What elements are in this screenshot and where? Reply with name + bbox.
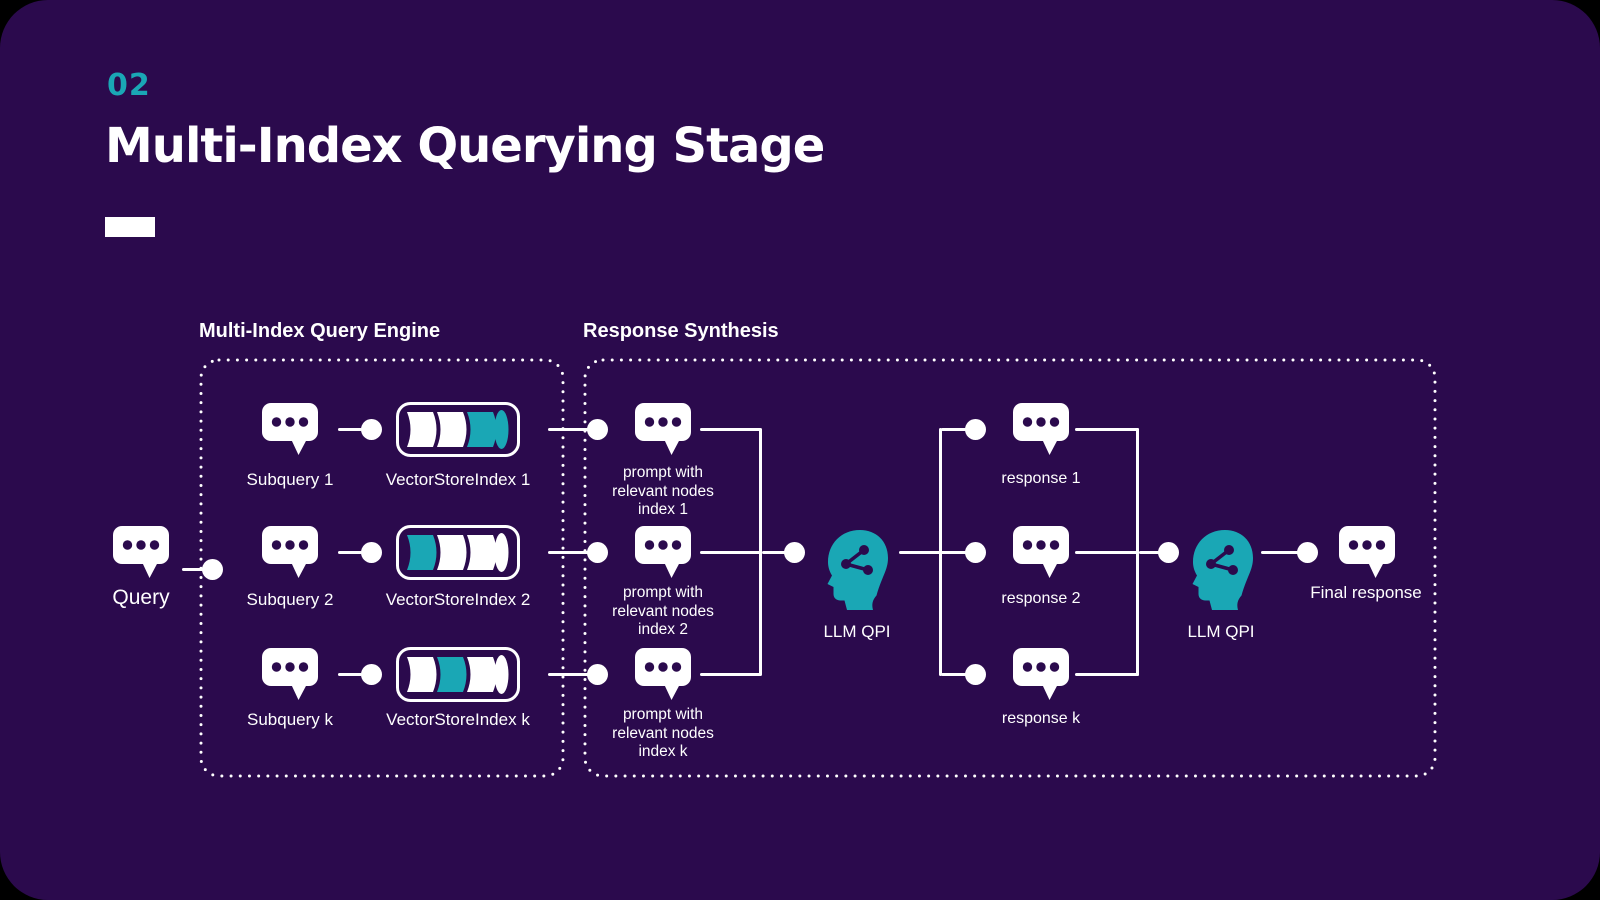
response-k-chat-icon <box>1013 648 1069 700</box>
connector-dot <box>784 542 805 563</box>
response-synthesis-box <box>583 358 1437 778</box>
final-response-chat-icon <box>1339 526 1395 578</box>
llm-engine-1-label: LLM QPI <box>823 622 891 641</box>
response-1-chat-icon <box>1013 403 1069 455</box>
llm-engine-2-label: LLM QPI <box>1187 622 1255 641</box>
section-title-response-synthesis: Response Synthesis <box>583 320 779 342</box>
query-chat-icon <box>113 526 169 578</box>
vector-store-index-2-label: VectorStoreIndex 2 <box>385 590 531 609</box>
page-title: Multi-Index Querying Stage <box>105 118 825 174</box>
connector-line <box>700 551 761 554</box>
subquery-k-chat-icon <box>262 648 318 700</box>
subquery-2-chat-icon <box>262 526 318 578</box>
connector-line <box>1075 551 1139 554</box>
connector-line <box>548 551 590 554</box>
title-underline-bar <box>105 217 155 237</box>
response-k-label: response k <box>1001 710 1081 727</box>
connector-dot <box>965 664 986 685</box>
prompt-1-line-3: index 1 <box>638 501 688 518</box>
vector-store-index-k-icon <box>396 647 520 702</box>
final-response-label: Final response <box>1310 583 1422 602</box>
vector-store-index-1-label: VectorStoreIndex 1 <box>385 470 531 489</box>
connector-line <box>899 551 967 554</box>
prompt-k-label: prompt with relevant nodes index k <box>612 706 714 762</box>
query-label: Query <box>112 586 170 609</box>
prompt-k-line-1: prompt with <box>622 706 704 723</box>
connector-dot <box>361 664 382 685</box>
prompt-2-label: prompt with relevant nodes index 2 <box>612 584 714 640</box>
connector-dot <box>361 419 382 440</box>
prompt-2-line-2: relevant nodes <box>612 602 714 620</box>
connector-dot <box>965 419 986 440</box>
connector-dot <box>587 664 608 685</box>
connector-dot-query <box>202 559 223 580</box>
subquery-1-label: Subquery 1 <box>246 470 334 489</box>
prompt-k-chat-icon <box>635 648 691 700</box>
subquery-1-chat-icon <box>262 403 318 455</box>
connector-line <box>548 428 590 431</box>
vector-store-index-2-icon <box>396 525 520 580</box>
prompt-k-line-2: relevant nodes <box>612 724 714 742</box>
connector-dot <box>1158 542 1179 563</box>
connector-line <box>338 551 362 554</box>
bracket-line <box>759 428 762 676</box>
section-title-query-engine: Multi-Index Query Engine <box>199 320 441 342</box>
prompt-1-chat-icon <box>635 403 691 455</box>
connector-line <box>338 428 362 431</box>
connector-line <box>700 428 761 431</box>
prompt-1-label: prompt with relevant nodes index 1 <box>612 464 714 520</box>
connector-dot <box>965 542 986 563</box>
prompt-k-line-3: index k <box>638 743 688 760</box>
connector-dot <box>361 542 382 563</box>
connector-line-query <box>182 568 204 571</box>
connector-line <box>762 551 788 554</box>
llm-head-icon-2 <box>1192 530 1253 610</box>
slide-number: 02 <box>107 68 151 103</box>
connector-line <box>338 673 362 676</box>
prompt-2-chat-icon <box>635 526 691 578</box>
response-1-label: response 1 <box>1001 470 1081 487</box>
prompt-1-line-2: relevant nodes <box>612 482 714 500</box>
connector-line <box>1075 673 1139 676</box>
connector-line <box>941 673 967 676</box>
bracket-line <box>939 428 942 676</box>
response-2-chat-icon <box>1013 526 1069 578</box>
connector-line <box>700 673 761 676</box>
connector-line <box>548 673 590 676</box>
prompt-2-line-1: prompt with <box>622 584 704 601</box>
connector-line <box>1139 551 1161 554</box>
prompt-2-line-3: index 2 <box>638 621 688 638</box>
llm-head-icon-1 <box>827 530 888 610</box>
connector-dot <box>1297 542 1318 563</box>
response-2-label: response 2 <box>1001 590 1081 607</box>
connector-line <box>941 428 967 431</box>
bracket-line <box>1136 428 1139 676</box>
vector-store-index-k-label: VectorStoreIndex k <box>386 710 530 729</box>
subquery-2-label: Subquery 2 <box>246 590 334 609</box>
prompt-1-line-1: prompt with <box>622 464 704 481</box>
connector-dot <box>587 542 608 563</box>
vector-store-index-1-icon <box>396 402 520 457</box>
connector-dot <box>587 419 608 440</box>
connector-line <box>1261 551 1301 554</box>
connector-line <box>1075 428 1139 431</box>
subquery-k-label: Subquery k <box>247 710 333 729</box>
